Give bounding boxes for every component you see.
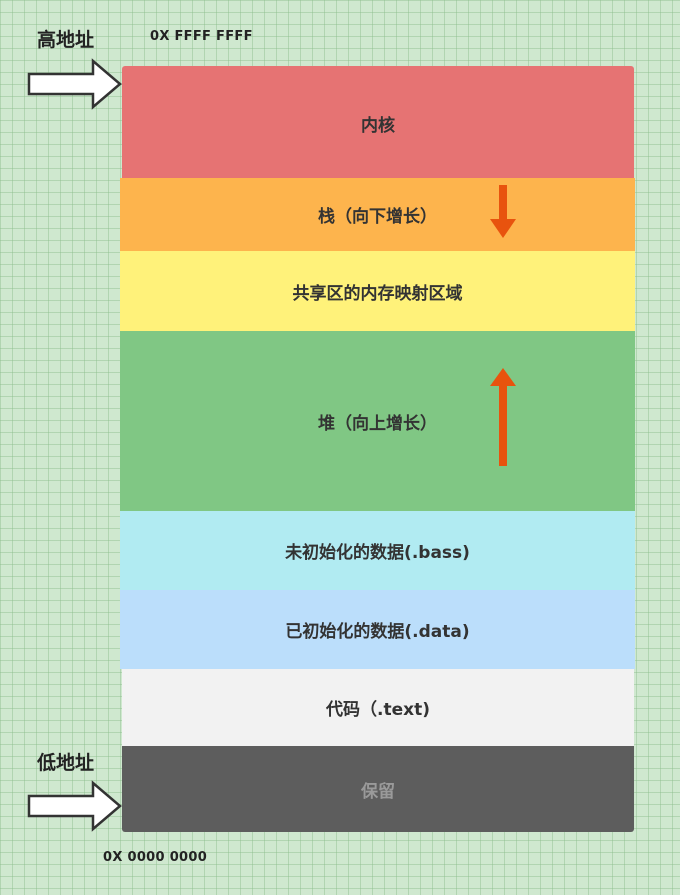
stack-growth-arrow-down-icon [490, 185, 516, 238]
segment-reserved: 保留 [122, 746, 634, 832]
segment-mmap-label: 共享区的内存映射区域 [292, 283, 463, 304]
segment-bss-label: 未初始化的数据(.bass) [285, 543, 470, 563]
low-address-label: 低地址 [37, 752, 95, 774]
segment-stack: 栈（向下增长） [120, 178, 635, 251]
segment-text: 代码（.text) [122, 669, 634, 746]
segment-reserved-label: 保留 [361, 781, 395, 802]
segment-kernel-label: 内核 [361, 115, 395, 136]
low-pointer-arrow-icon [27, 780, 122, 832]
low-address-hex: 0X 0000 0000 [103, 850, 208, 865]
high-address-hex: 0X FFFF FFFF [150, 29, 253, 44]
segment-data: 已初始化的数据(.data) [120, 590, 635, 669]
segment-mmap: 共享区的内存映射区域 [120, 251, 635, 331]
segment-text-label: 代码（.text) [326, 700, 430, 720]
high-address-label: 高地址 [37, 29, 95, 51]
segment-bss: 未初始化的数据(.bass) [120, 511, 635, 590]
segment-kernel: 内核 [122, 66, 634, 180]
segment-data-label: 已初始化的数据(.data) [285, 622, 470, 642]
segment-stack-label: 栈（向下增长） [318, 207, 437, 227]
heap-growth-arrow-up-icon [490, 368, 516, 466]
segment-heap: 堆（向上增长） [120, 331, 635, 511]
high-pointer-arrow-icon [27, 58, 122, 110]
segment-heap-label: 堆（向上增长） [318, 413, 437, 434]
